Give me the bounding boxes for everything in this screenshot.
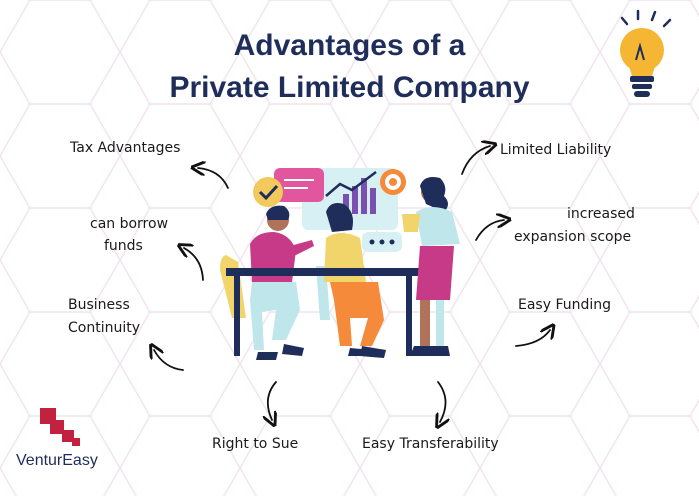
arrow-sue [268,381,276,420]
brand-name: VenturEasy [16,452,98,469]
right-to-sue-label: Right to Sue [212,436,299,452]
arrow-funding [515,330,550,347]
title-line-1: Advantages of a [233,29,466,62]
arrow-continuity [154,350,184,371]
expansion-scope-label: expansion scope [514,229,632,245]
arrow-liability [461,146,490,175]
arrow-expansion [475,220,504,241]
growth-chart-icon [325,171,377,214]
speech-bubble-icon [274,168,324,202]
arrow-tax [198,168,229,189]
funds-label: funds [104,238,143,254]
increased-label: increased [567,206,635,222]
arrow-transfer [438,381,446,422]
tax-advantages-label: Tax Advantages [70,140,181,156]
target-icon [380,169,406,195]
business-label: Business [68,297,130,313]
easy-funding-label: Easy Funding [518,297,612,313]
title-line-2: Private Limited Company [169,71,530,104]
arrow-borrow [184,248,204,281]
limited-liability-label: Limited Liability [500,142,612,158]
continuity-label: Continuity [68,320,141,336]
easy-transferability-label: Easy Transferability [362,436,499,452]
checkmark-icon [253,177,283,207]
venturEasy-logo-icon [40,408,80,446]
can-borrow-label: can borrow [90,216,169,232]
